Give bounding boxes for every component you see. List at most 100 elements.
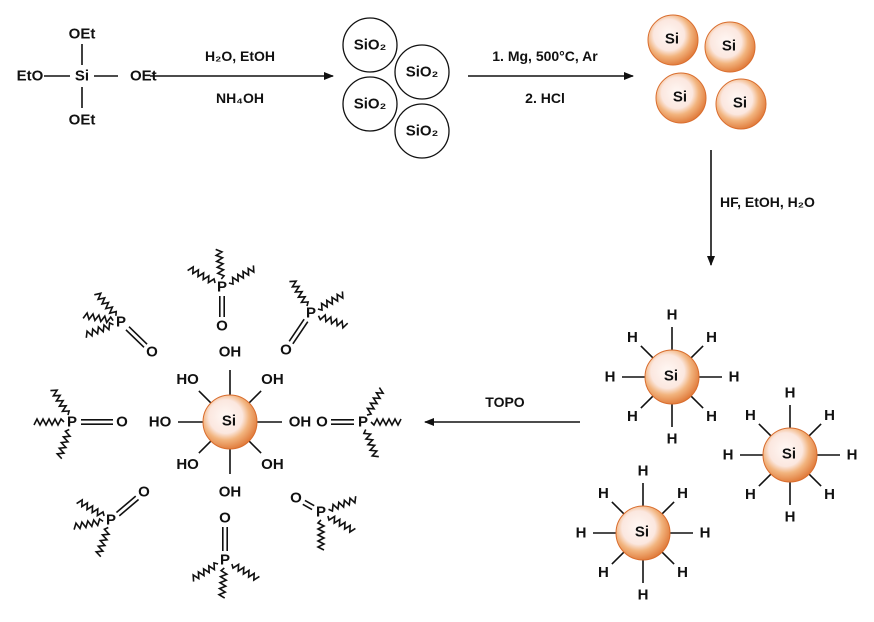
octyl-chain <box>316 519 326 551</box>
hydride-terminated-particle <box>615 505 671 561</box>
silicon-particle <box>647 14 699 66</box>
ethoxy-label: OEt <box>130 68 157 85</box>
phosphorus-label: P <box>106 512 116 529</box>
phosphorus-label: P <box>116 314 126 331</box>
silicon-core-label: Si <box>733 95 747 112</box>
silicon-oxygen-bond <box>198 390 212 404</box>
reagent-label: TOPO <box>485 394 525 410</box>
silicon-core-label: Si <box>664 368 678 385</box>
hydroxyl-label: HO <box>176 456 199 473</box>
silicon-core-label: Si <box>222 413 236 430</box>
hydrogen-label: H <box>706 329 717 346</box>
silicon-hydrogen-bond <box>807 472 822 487</box>
phosphoryl-double-bond <box>118 498 140 517</box>
ethoxy-label: EtO <box>17 68 44 85</box>
hydrogen-label: H <box>605 369 616 386</box>
silica-particle <box>342 17 398 73</box>
reagent-label: HF, EtOH, H₂O <box>720 194 815 210</box>
octyl-chain <box>365 387 385 416</box>
hydroxyl-label: OH <box>261 371 284 388</box>
silicon-hydrogen-bond <box>660 550 675 565</box>
octyl-chain <box>50 389 71 416</box>
silicon-oxygen-bond <box>198 440 212 454</box>
phosphoryl-double-bond <box>288 318 305 342</box>
octyl-chain <box>76 498 105 518</box>
hydrogen-label: H <box>677 564 688 581</box>
silica-particle <box>342 76 398 132</box>
hydrogen-label: H <box>627 408 638 425</box>
hydrogen-label: H <box>576 525 587 542</box>
silicon-oxygen-bond <box>248 390 262 404</box>
silicon-particle <box>655 72 707 124</box>
phosphorus-label: P <box>67 414 77 431</box>
reagent-label: H₂O, EtOH <box>205 48 275 64</box>
hydroxyl-label: OH <box>261 456 284 473</box>
hydrogen-label: H <box>785 509 796 526</box>
hydrogen-label: H <box>667 431 678 448</box>
phosphorus-label: P <box>358 414 368 431</box>
reagent-label: 1. Mg, 500°C, Ar <box>492 48 598 64</box>
silicon-hydrogen-bond <box>640 394 655 409</box>
silica-particle <box>394 103 450 159</box>
hydrogen-label: H <box>598 485 609 502</box>
oxygen-label: O <box>290 490 302 507</box>
oxygen-label: O <box>138 484 150 501</box>
hydroxyl-label: HO <box>176 371 199 388</box>
phosphorus-label: P <box>220 552 230 569</box>
hydrogen-label: H <box>598 564 609 581</box>
silicon-core-label: Si <box>665 31 679 48</box>
octyl-chain <box>55 428 72 460</box>
octyl-chain <box>187 265 216 285</box>
octyl-chain <box>217 567 229 599</box>
octyl-chain <box>362 429 379 458</box>
octyl-chain <box>317 291 344 312</box>
octyl-chain <box>94 526 111 558</box>
silica-label: SiO₂ <box>406 123 439 140</box>
hydrogen-label: H <box>729 369 740 386</box>
octyl-chain <box>328 496 357 513</box>
reagent-label: NH₄OH <box>216 90 264 106</box>
oxygen-label: O <box>316 414 328 431</box>
phosphorus-label: P <box>316 504 326 521</box>
hydroxylated-silicon-core <box>202 394 258 450</box>
hydrogen-label: H <box>677 485 688 502</box>
hydrogen-label: H <box>706 408 717 425</box>
octyl-chain <box>317 313 349 330</box>
octyl-chain <box>289 280 310 307</box>
hydrogen-label: H <box>638 463 649 480</box>
phosphorus-label: P <box>217 279 227 296</box>
silicon-hydrogen-bond <box>758 472 773 487</box>
octyl-chain <box>94 292 118 316</box>
phosphorus-label: P <box>306 305 316 322</box>
hydrogen-label: H <box>745 486 756 503</box>
hydride-terminated-particle <box>644 349 700 405</box>
oxygen-label: O <box>280 342 292 359</box>
silicon-hydrogen-bond <box>807 423 822 438</box>
silicon-label: Si <box>75 68 89 85</box>
hydroxyl-label: OH <box>219 344 242 361</box>
silicon-core-label: Si <box>635 524 649 541</box>
oxygen-label: O <box>116 414 128 431</box>
hydrogen-label: H <box>638 587 649 604</box>
reagent-label: 2. HCl <box>525 90 565 106</box>
hydrogen-label: H <box>847 447 858 464</box>
silicon-hydrogen-bond <box>640 345 655 360</box>
silicon-hydrogen-bond <box>689 345 704 360</box>
oxygen-label: O <box>216 318 228 335</box>
octyl-chain <box>85 321 114 338</box>
ethoxy-label: OEt <box>69 26 96 43</box>
silicon-oxygen-bond <box>248 440 262 454</box>
hydroxyl-label: OH <box>289 414 312 431</box>
silicon-hydrogen-bond <box>758 423 773 438</box>
hydrogen-label: H <box>824 407 835 424</box>
phosphoryl-double-bond <box>302 503 313 511</box>
silica-particle <box>394 44 450 100</box>
hydrogen-label: H <box>824 486 835 503</box>
phosphoryl-double-bond <box>128 326 148 345</box>
hydrogen-label: H <box>627 329 638 346</box>
octyl-chain <box>228 265 255 286</box>
hydrogen-label: H <box>785 385 796 402</box>
hydrogen-label: H <box>700 525 711 542</box>
octyl-chain <box>33 417 65 427</box>
